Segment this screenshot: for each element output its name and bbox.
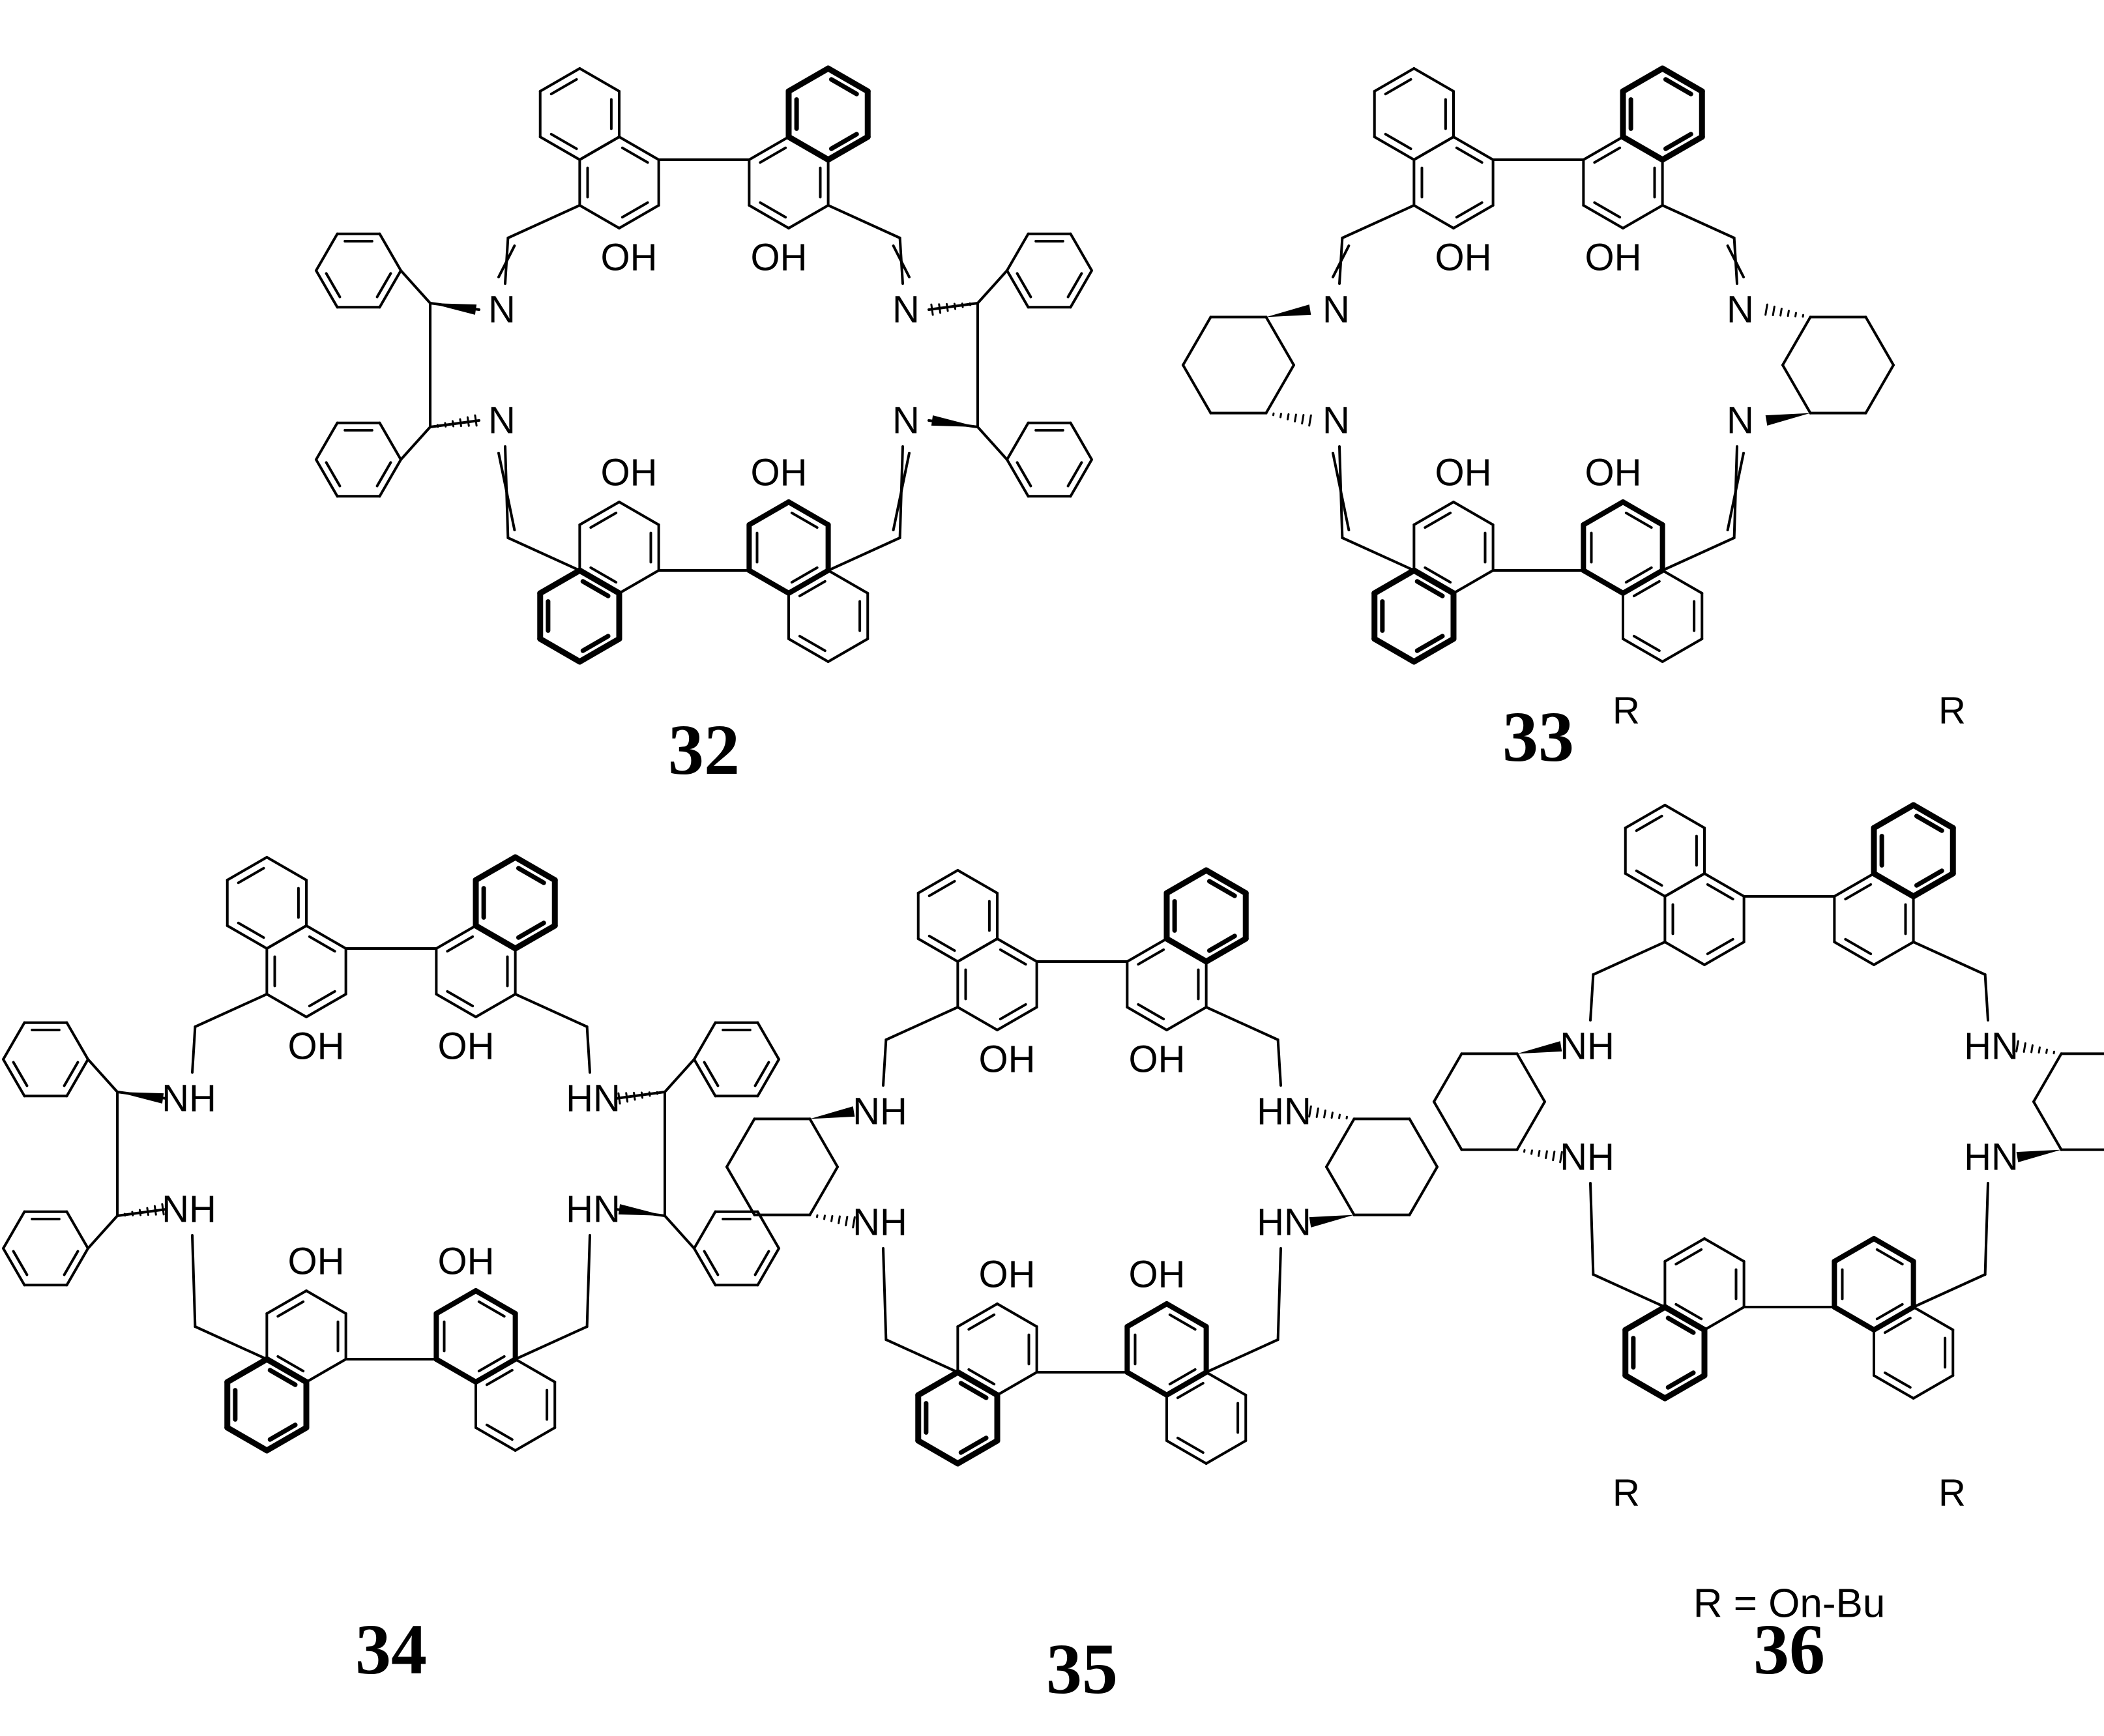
compound-number: 35: [1046, 1629, 1118, 1709]
bond-lines: [2, 65, 2104, 1467]
atom-label: R: [1613, 690, 1640, 732]
atom-label: OH: [601, 452, 658, 494]
atom-label: NH: [853, 1201, 907, 1244]
atom-label: N: [1322, 289, 1350, 331]
atom-label: HN: [1964, 1025, 2019, 1068]
atom-label: OH: [438, 1025, 495, 1068]
compound-number: 33: [1502, 697, 1574, 776]
atom-label: OH: [751, 237, 808, 279]
compound-number: 34: [355, 1610, 427, 1689]
atom-label: OH: [1129, 1254, 1186, 1296]
atom-label: OH: [438, 1241, 495, 1283]
atom-label: OH: [601, 237, 658, 279]
atom-label: R: [1938, 690, 1966, 732]
atom-label: NH: [162, 1078, 216, 1120]
atom-label: N: [892, 289, 920, 331]
atom-label: HN: [566, 1078, 621, 1120]
atom-label: R: [1613, 1472, 1640, 1514]
atom-label: NH: [1560, 1025, 1615, 1068]
atom-label: N: [488, 400, 516, 442]
atom-label: NH: [1560, 1136, 1615, 1179]
atom-label: HN: [1257, 1091, 1311, 1133]
atom-label: N: [488, 289, 516, 331]
atom-label: OH: [288, 1241, 345, 1283]
atom-label: N: [1727, 289, 1754, 331]
atom-label: N: [892, 400, 920, 442]
atom-label: OH: [751, 452, 808, 494]
atom-label: NH: [162, 1188, 216, 1231]
atom-label: OH: [979, 1038, 1036, 1081]
atom-label: HN: [1257, 1201, 1311, 1244]
atom-label: HN: [566, 1188, 621, 1231]
atom-label: OH: [1585, 237, 1642, 279]
atom-label: N: [1322, 400, 1350, 442]
atom-label: NH: [853, 1091, 907, 1133]
atom-label: OH: [1129, 1038, 1186, 1081]
r-definition: R = On-Bu: [1693, 1582, 1886, 1626]
atom-label: OH: [979, 1254, 1036, 1296]
atom-label: OH: [1435, 237, 1492, 279]
atom-label: OH: [1435, 452, 1492, 494]
compound-number: 36: [1753, 1610, 1825, 1689]
compound-number: 32: [668, 710, 740, 789]
atom-label: OH: [1585, 452, 1642, 494]
atom-label: OH: [288, 1025, 345, 1068]
atom-label: R: [1938, 1472, 1966, 1514]
atom-label: N: [1727, 400, 1754, 442]
atom-label: HN: [1964, 1136, 2019, 1179]
